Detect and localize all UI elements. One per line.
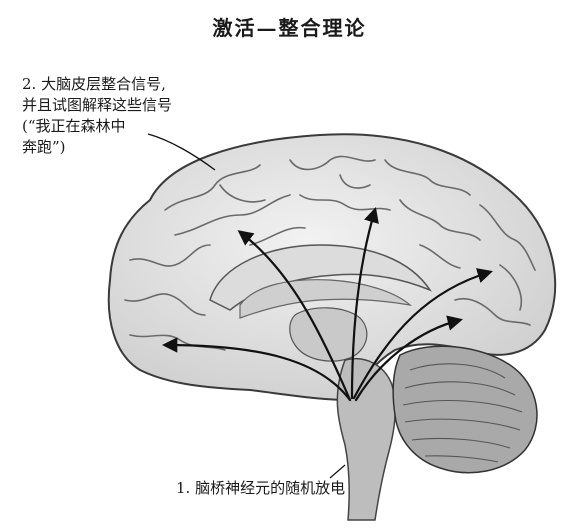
cerebellum [392,345,538,474]
cortex-annotation-line: 并且试图解释这些信号 [22,96,173,114]
activation-arrows [161,207,493,402]
brainstem [336,358,396,521]
cerebellum-folia [402,363,523,463]
pons-leader-line [329,464,346,479]
arrow-to-parietal [350,207,379,400]
arrow-to-frontal [161,337,352,402]
cortex-annotation-line: 奔跑”) [22,138,66,156]
cortex-annotation-line: (“我正在森林中 [22,117,126,135]
arrow-to-posterior [354,315,463,402]
arrow-to-occipital [352,268,493,400]
cortex-annotation-line: 2. 大脑皮层整合信号, [22,75,166,93]
diagram-title: 激活—整合理论 [212,16,367,40]
cortex-annotation: 2. 大脑皮层整合信号, 并且试图解释这些信号 (“我正在森林中 奔跑”) [22,74,172,158]
pons-annotation: 1. 脑桥神经元的随机放电 [176,479,346,497]
arrow-to-superior-frontal [237,230,352,402]
cortex-leader-line [147,133,216,171]
thalamus [289,307,368,362]
inner-ventricle [239,279,413,319]
